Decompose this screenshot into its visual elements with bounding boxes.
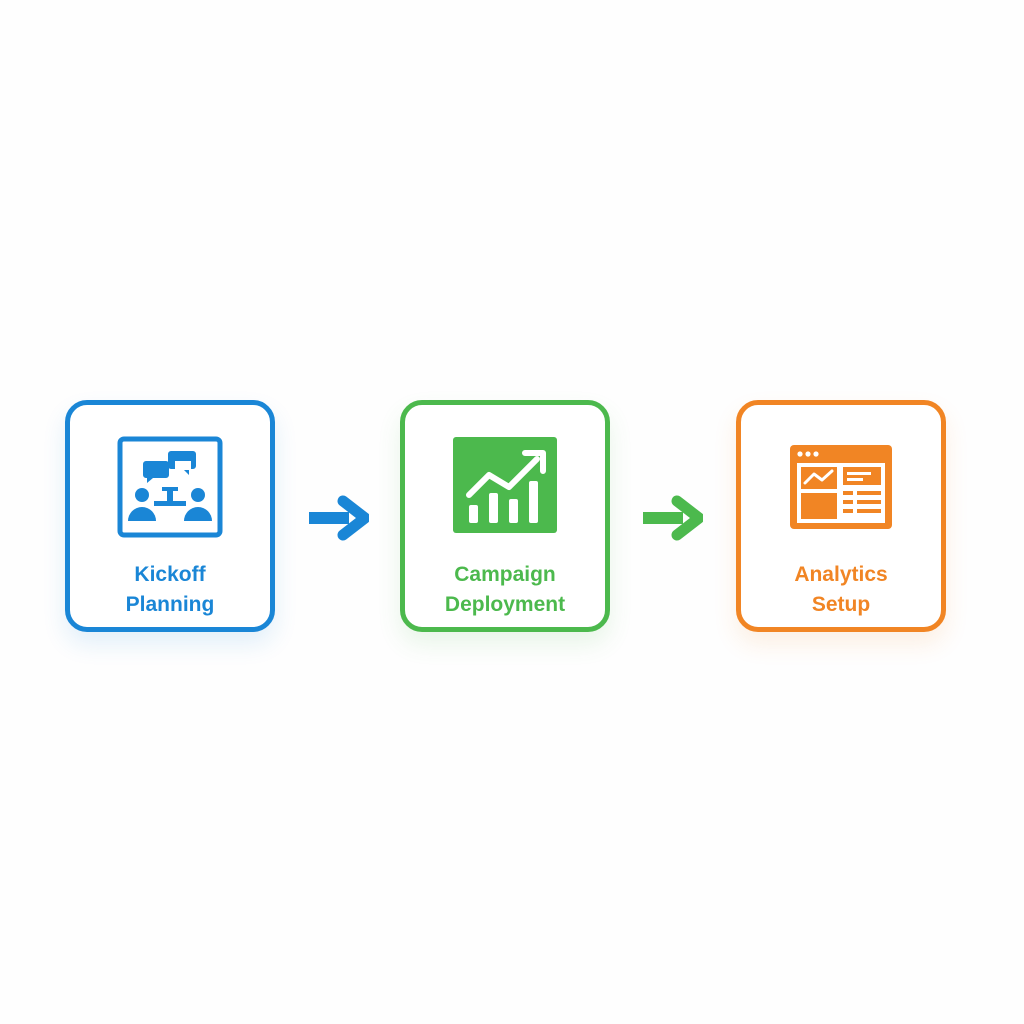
step-label: Kickoff Planning — [70, 560, 270, 620]
step-campaign-deployment: Campaign Deployment — [400, 400, 610, 632]
step-label-line2: Deployment — [444, 593, 566, 616]
step-label-line1: Analytics — [794, 563, 888, 586]
step-label: Campaign Deployment — [405, 560, 605, 620]
step-label: Analytics Setup — [741, 560, 941, 620]
growth-chart-icon — [451, 435, 559, 539]
arrow-right-icon — [307, 493, 369, 543]
arrow-right-icon — [641, 493, 703, 543]
step-label-line1: Campaign — [454, 563, 556, 586]
meeting-icon — [116, 435, 224, 539]
step-kickoff-planning: Kickoff Planning — [65, 400, 275, 632]
dashboard-icon — [787, 435, 895, 539]
step-label-line2: Planning — [125, 593, 215, 616]
step-analytics-setup: Analytics Setup — [736, 400, 946, 632]
step-label-line1: Kickoff — [134, 563, 206, 586]
step-label-line2: Setup — [811, 593, 871, 616]
